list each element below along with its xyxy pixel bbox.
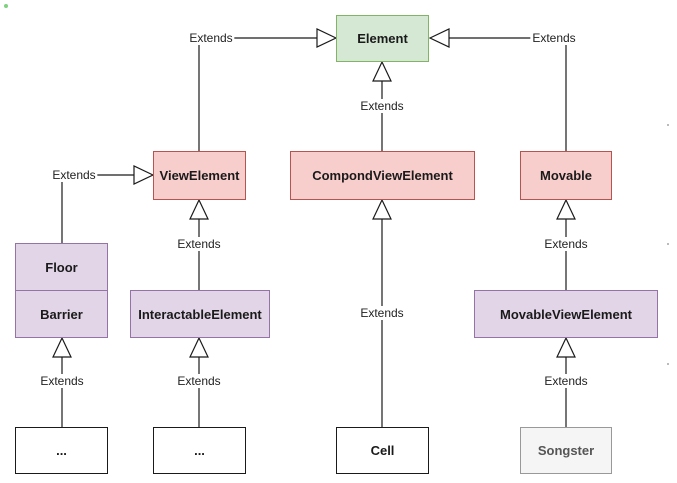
- arrowhead-compond-bottom: [372, 198, 392, 220]
- class-floor[interactable]: Floor: [15, 243, 108, 291]
- class-compond-view-element[interactable]: CompondViewElement: [290, 151, 475, 200]
- edge-label-extends: Extends: [358, 306, 406, 320]
- class-ellipsis-left[interactable]: ...: [15, 427, 108, 474]
- edge-label-extends: Extends: [542, 374, 590, 388]
- class-movable[interactable]: Movable: [520, 151, 612, 200]
- corner-marker: [4, 4, 8, 8]
- class-barrier[interactable]: Barrier: [15, 290, 108, 338]
- edge-label-extends: Extends: [175, 237, 223, 251]
- class-ellipsis-middle[interactable]: ...: [153, 427, 246, 474]
- edge-label-extends: Extends: [38, 374, 86, 388]
- edge-dot: [667, 243, 669, 245]
- arrowhead-barrier-bottom: [52, 336, 72, 358]
- arrowhead-interactable-bottom: [189, 336, 209, 358]
- edge-dot: [667, 124, 669, 126]
- edge-dot: [667, 363, 669, 365]
- edge-label-extends: Extends: [530, 31, 578, 45]
- edge-label-extends: Extends: [358, 99, 406, 113]
- class-view-element[interactable]: ViewElement: [153, 151, 246, 200]
- class-cell[interactable]: Cell: [336, 427, 429, 474]
- class-movable-view-element[interactable]: MovableViewElement: [474, 290, 658, 338]
- edge-viewelement-element: [198, 37, 317, 151]
- class-element[interactable]: Element: [336, 15, 429, 62]
- arrowhead-element-right: [428, 28, 450, 48]
- edge-label-extends: Extends: [187, 31, 235, 45]
- arrowhead-movableview-bottom: [556, 336, 576, 358]
- arrowhead-element-bottom: [372, 60, 392, 82]
- edge-floor-viewelement: [61, 174, 134, 243]
- edge-label-extends: Extends: [542, 237, 590, 251]
- arrowhead-movable-bottom: [556, 198, 576, 220]
- arrowhead-element-left: [316, 28, 338, 48]
- arrowhead-viewelement-left: [133, 165, 155, 185]
- class-interactable-element[interactable]: InteractableElement: [130, 290, 270, 338]
- arrowhead-viewelement-bottom: [189, 198, 209, 220]
- class-songster[interactable]: Songster: [520, 427, 612, 474]
- edge-label-extends: Extends: [175, 374, 223, 388]
- edge-movable-element: [449, 37, 567, 151]
- edge-label-extends: Extends: [50, 168, 98, 182]
